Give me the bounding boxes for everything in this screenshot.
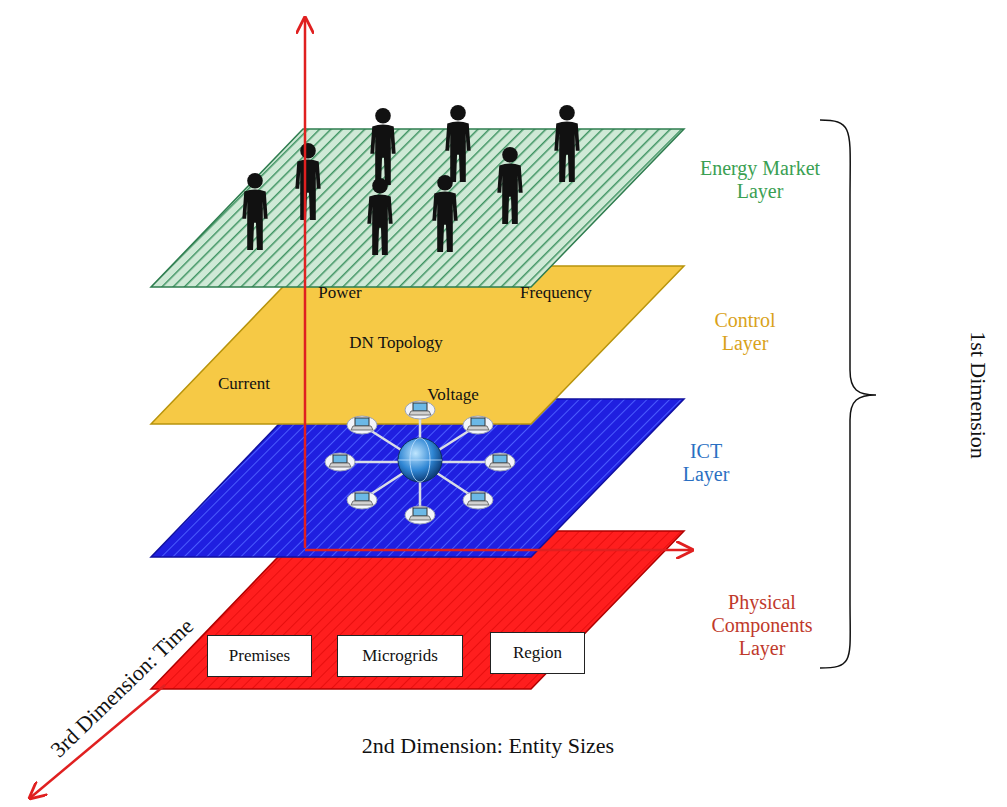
dimension-label: 3rd Dimension: Time bbox=[45, 613, 198, 762]
layer-title: Control Layer bbox=[714, 309, 775, 355]
laptop-icon bbox=[463, 416, 493, 434]
quantity-label: Current bbox=[218, 374, 270, 394]
globe-icon bbox=[398, 438, 442, 482]
layer-plane bbox=[151, 129, 684, 287]
curly-bracket bbox=[820, 120, 876, 668]
laptop-icon bbox=[347, 491, 377, 509]
region-box: Region bbox=[490, 632, 585, 674]
vertical-axis bbox=[304, 18, 307, 548]
laptop-icon bbox=[347, 416, 377, 434]
person-icon bbox=[497, 147, 522, 224]
box-label: Microgrids bbox=[362, 646, 438, 666]
quantity-label: DN Topology bbox=[349, 333, 442, 353]
person-icon bbox=[370, 108, 395, 185]
layer-title: ICT Layer bbox=[683, 440, 730, 486]
layer-title: Physical Components Layer bbox=[697, 591, 827, 660]
person-icon bbox=[445, 105, 470, 182]
layer-plane bbox=[151, 266, 684, 424]
physical-components-layer: Physical Components LayerPremisesMicrogr… bbox=[150, 530, 686, 690]
person-icon bbox=[295, 143, 320, 220]
layer-plane bbox=[150, 128, 686, 288]
laptop-icon bbox=[405, 506, 435, 524]
network-icon bbox=[340, 410, 500, 515]
ict-layer: ICT Layer bbox=[150, 398, 686, 558]
layer-plane bbox=[151, 531, 684, 689]
market-participants bbox=[242, 105, 579, 255]
person-icon bbox=[242, 173, 267, 250]
laptop-icon bbox=[325, 453, 355, 471]
dimension-label: 1st Dimension bbox=[965, 331, 991, 459]
dimension-label: 2nd Dimension: Entity Sizes bbox=[362, 733, 614, 759]
energy-market-layer: Energy Market Layer bbox=[150, 128, 686, 288]
box-label: Region bbox=[513, 643, 562, 663]
computer-icons bbox=[325, 401, 515, 524]
layer-plane bbox=[150, 398, 686, 558]
layer-plane bbox=[151, 399, 684, 557]
box-label: Premises bbox=[229, 646, 290, 666]
layer-title: Energy Market Layer bbox=[685, 157, 835, 203]
person-icon bbox=[554, 105, 579, 182]
premises-box: Premises bbox=[207, 635, 312, 677]
laptop-icon bbox=[463, 491, 493, 509]
quantity-label: Power bbox=[318, 283, 361, 303]
laptop-icon bbox=[485, 453, 515, 471]
control-layer: Control LayerPowerFrequencyDN TopologyCu… bbox=[150, 265, 686, 425]
size-axis bbox=[305, 549, 692, 552]
quantity-label: Voltage bbox=[427, 385, 479, 405]
microgrids-box: Microgrids bbox=[337, 635, 463, 677]
quantity-label: Frequency bbox=[520, 283, 592, 303]
person-icon bbox=[367, 178, 392, 255]
person-icon bbox=[432, 175, 457, 252]
